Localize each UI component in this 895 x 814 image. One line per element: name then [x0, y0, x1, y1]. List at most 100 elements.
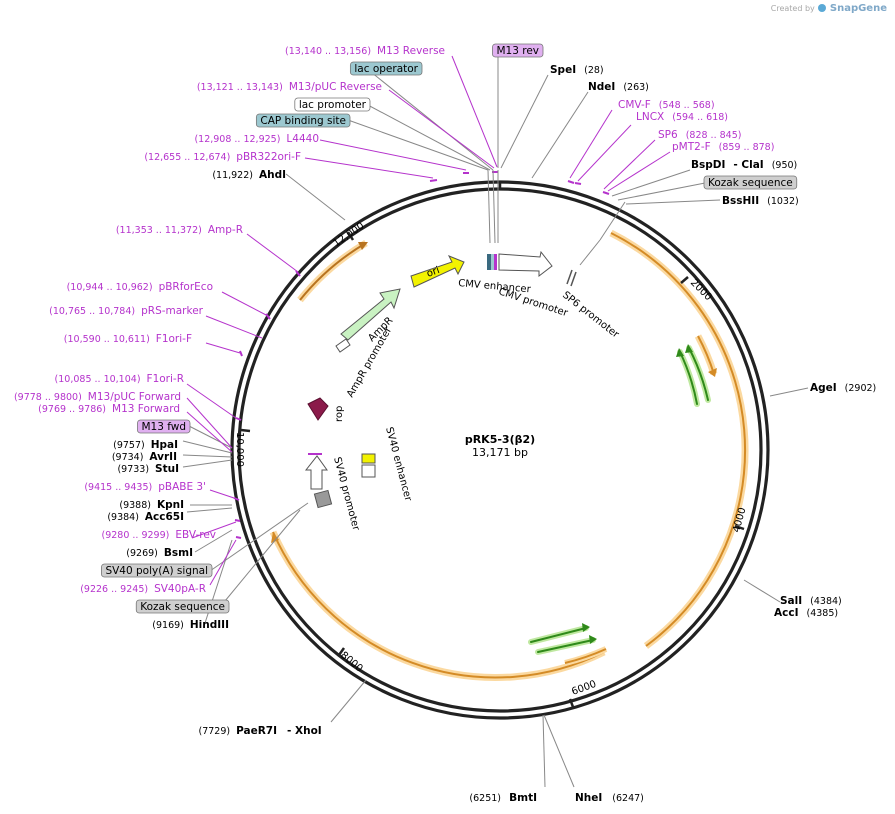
bottom-label-paer7i-pos: (7729)	[198, 726, 230, 737]
primer-leader-lines	[186, 55, 671, 586]
feature-cmv: CMV enhancer CMV promoter	[458, 250, 570, 319]
right-label-sp6-range: (828 .. 845)	[686, 130, 742, 141]
right-label-cmv-f-range: (548 .. 568)	[659, 100, 715, 111]
left-label-kpni: KpnI	[157, 499, 184, 511]
left-label-avrii: AvrII	[149, 451, 177, 463]
left-label-ahdi: AhdI	[259, 169, 286, 181]
tick-10000: 10,000	[234, 432, 245, 467]
plasmid-length: 13,171 bp	[472, 446, 528, 459]
left-label-avrii-pos: (9734)	[112, 452, 144, 463]
right-label-kozak-sequence: Kozak sequence	[708, 177, 793, 189]
right-label-lncx: LNCX	[636, 111, 664, 123]
sv40-enhancer-label: SV40 enhancer	[383, 426, 414, 503]
right-label-agei: AgeI	[810, 382, 837, 394]
feature-sp6-promoter: SP6 promoter	[560, 269, 621, 341]
cmv-promoter-label: CMV promoter	[497, 286, 570, 319]
right-label-bsshii: BssHII	[722, 195, 759, 207]
left-label-hpai-pos: (9757)	[113, 440, 145, 451]
feature-rop: rop	[307, 397, 345, 422]
left-label-m13-fwd: M13 fwd	[141, 421, 186, 433]
left-label-m13-reverse: M13 Reverse	[377, 45, 445, 57]
right-label-acci: AccI	[774, 607, 798, 619]
left-label-m13-fwd-box	[137, 419, 191, 434]
left-label-m13-rev-box	[492, 43, 544, 58]
left-label-bsmi: BsmI	[164, 547, 193, 559]
tick-8000: 8000	[338, 650, 365, 675]
left-label-pbabe-3-range: (9415 .. 9435)	[84, 482, 152, 493]
bottom-label-bmti: BmtI	[509, 792, 537, 804]
sv40-promoter-label: SV40 promoter	[331, 456, 361, 533]
left-label-f1ori-r: F1ori-R	[147, 373, 184, 385]
left-label-m13-forward-range: (9769 .. 9786)	[38, 404, 106, 415]
labels: M13 Reverse (13,140 .. 13,156) M13 rev lac …	[14, 43, 877, 804]
right-label-bsshii-pos: (1032)	[767, 196, 799, 207]
right-label-agei-pos: (2902)	[845, 383, 877, 394]
snapgene-logo-icon	[818, 4, 827, 12]
plasmid-name: pRK5-3(β2)	[464, 433, 536, 446]
left-label-stui-pos: (9733)	[117, 464, 149, 475]
left-label-sv40pa-r: SV40pA-R	[154, 583, 206, 595]
left-label-m13-puc-reverse-range: (13,121 .. 13,143)	[197, 82, 283, 93]
left-label-pbrforeco-range: (10,944 .. 10,962)	[67, 282, 153, 293]
left-label-acc65i: Acc65I	[145, 511, 184, 523]
right-label-sali-pos: (4384)	[810, 596, 842, 607]
left-label-ahdi-pos: (11,922)	[212, 170, 253, 181]
primer-marks	[233, 171, 610, 539]
right-label-cmv-f: CMV-F	[618, 99, 651, 111]
left-label-m13-puc-reverse: M13/pUC Reverse	[289, 81, 382, 93]
left-label-lac-operator-box	[349, 61, 423, 76]
left-label-f1ori-f: F1ori-F	[156, 333, 192, 345]
left-label-kozak-sequence-box	[135, 599, 230, 614]
right-label-spei: SpeI	[550, 64, 576, 76]
right-label-bspdi-pos: (950)	[772, 160, 798, 171]
right-label-sali: SalI	[780, 595, 802, 607]
bottom-label-nhei-pos: (6247)	[612, 793, 644, 804]
orf-arcs	[269, 229, 749, 682]
left-label-pbr322ori-f-range: (12,655 .. 12,674)	[144, 152, 230, 163]
left-label-amp-r: Amp-R	[208, 224, 243, 236]
right-label-bspdi-second: - ClaI	[733, 159, 763, 171]
left-label-m13-forward: M13 Forward	[112, 403, 180, 415]
left-label-sv40pa-r-range: (9226 .. 9245)	[80, 584, 148, 595]
left-label-hindiii-pos: (9169)	[152, 620, 184, 631]
bottom-label-paer7i-second: - XhoI	[287, 725, 322, 737]
ori-label: ori	[425, 265, 441, 280]
feature-sv40-enhancer: SV40 enhancer	[361, 426, 414, 503]
left-label-ebv-rev-range: (9280 .. 9299)	[102, 530, 170, 541]
left-label-sv40-poly-a-signal-box	[101, 563, 213, 578]
bottom-label-nhei: NheI	[575, 792, 602, 804]
left-label-m13-rev: M13 rev	[496, 45, 539, 57]
right-label-kozak-sequence-box	[703, 175, 798, 190]
tick-4000: 4000	[731, 506, 748, 533]
left-label-m13-puc-forward: M13/pUC Forward	[88, 391, 181, 403]
left-label-prs-marker-range: (10,765 .. 10,784)	[49, 306, 135, 317]
plasmid-title: pRK5-3(β2) 13,171 bp	[465, 433, 535, 459]
right-label-pmt2-f: pMT2-F	[672, 141, 711, 153]
left-label-lac-promoter-box	[294, 97, 371, 112]
feature-sv40-promoter: SV40 promoter	[304, 455, 361, 533]
right-label-lncx-range: (594 .. 618)	[672, 112, 728, 123]
sp6-promoter-label: SP6 promoter	[560, 290, 621, 341]
left-label-f1ori-r-range: (10,085 .. 10,104)	[55, 374, 141, 385]
left-label-kozak-sequence: Kozak sequence	[140, 601, 225, 613]
left-label-pbabe-3: pBABE 3'	[158, 481, 206, 493]
left-label-sv40-poly-a-signal: SV40 poly(A) signal	[105, 565, 208, 577]
watermark-text: Created by	[770, 4, 815, 13]
left-label-l4440-range: (12,908 .. 12,925)	[194, 134, 280, 145]
left-label-m13-reverse-range: (13,140 .. 13,156)	[285, 46, 371, 57]
left-label-ebv-rev: EBV-rev	[175, 529, 216, 541]
left-label-lac-operator: lac operator	[354, 63, 418, 75]
left-label-pbrforeco: pBRforEco	[159, 281, 213, 293]
feature-ori: ori	[410, 255, 465, 288]
left-label-hindiii: HindIII	[190, 619, 229, 631]
right-label-ndei-pos: (263)	[623, 82, 649, 93]
right-label-pmt2-f-range: (859 .. 878)	[719, 142, 775, 153]
bottom-label-bmti-pos: (6251)	[469, 793, 501, 804]
left-label-stui: StuI	[155, 463, 179, 475]
left-label-acc65i-pos: (9384)	[107, 512, 139, 523]
green-arrows	[528, 344, 711, 655]
right-label-sp6: SP6	[658, 129, 678, 141]
left-label-amp-r-range: (11,353 .. 11,372)	[116, 225, 202, 236]
rop-label: rop	[334, 406, 345, 422]
